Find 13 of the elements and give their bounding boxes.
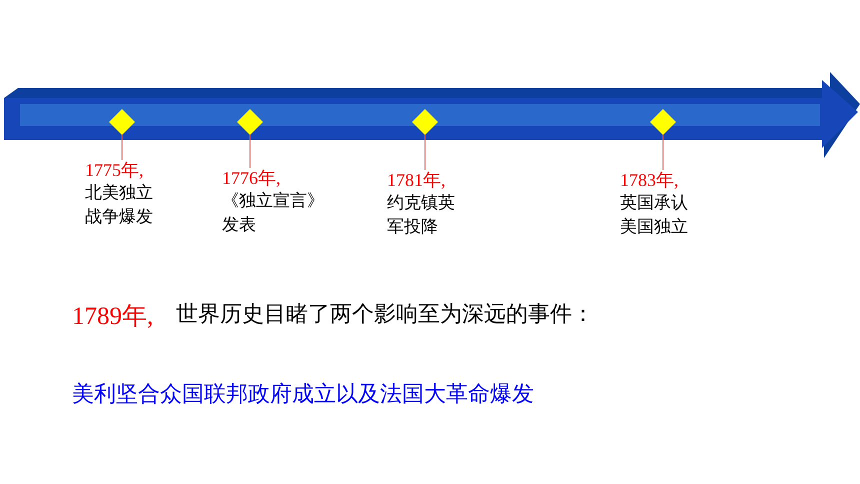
event-description: 《独立宣言》发表 (222, 190, 325, 237)
event-year: 1775年, (85, 160, 144, 181)
year-text: 1789年, (72, 302, 154, 332)
event-description: 约克镇英军投降 (387, 192, 456, 239)
event-text: 美利坚合众国联邦政府成立以及法国大革命爆发 (72, 381, 534, 409)
event-year: 1776年, (222, 168, 280, 189)
leader-line (424, 134, 426, 170)
event-description: 英国承认美国独立 (620, 192, 689, 239)
event-year: 1783年, (620, 170, 678, 191)
event-year: 1781年, (387, 170, 446, 191)
statement-text: 世界历史目睹了两个影响至为深远的事件： (176, 301, 594, 329)
leader-line (662, 134, 664, 170)
event-description: 北美独立战争爆发 (85, 182, 154, 229)
